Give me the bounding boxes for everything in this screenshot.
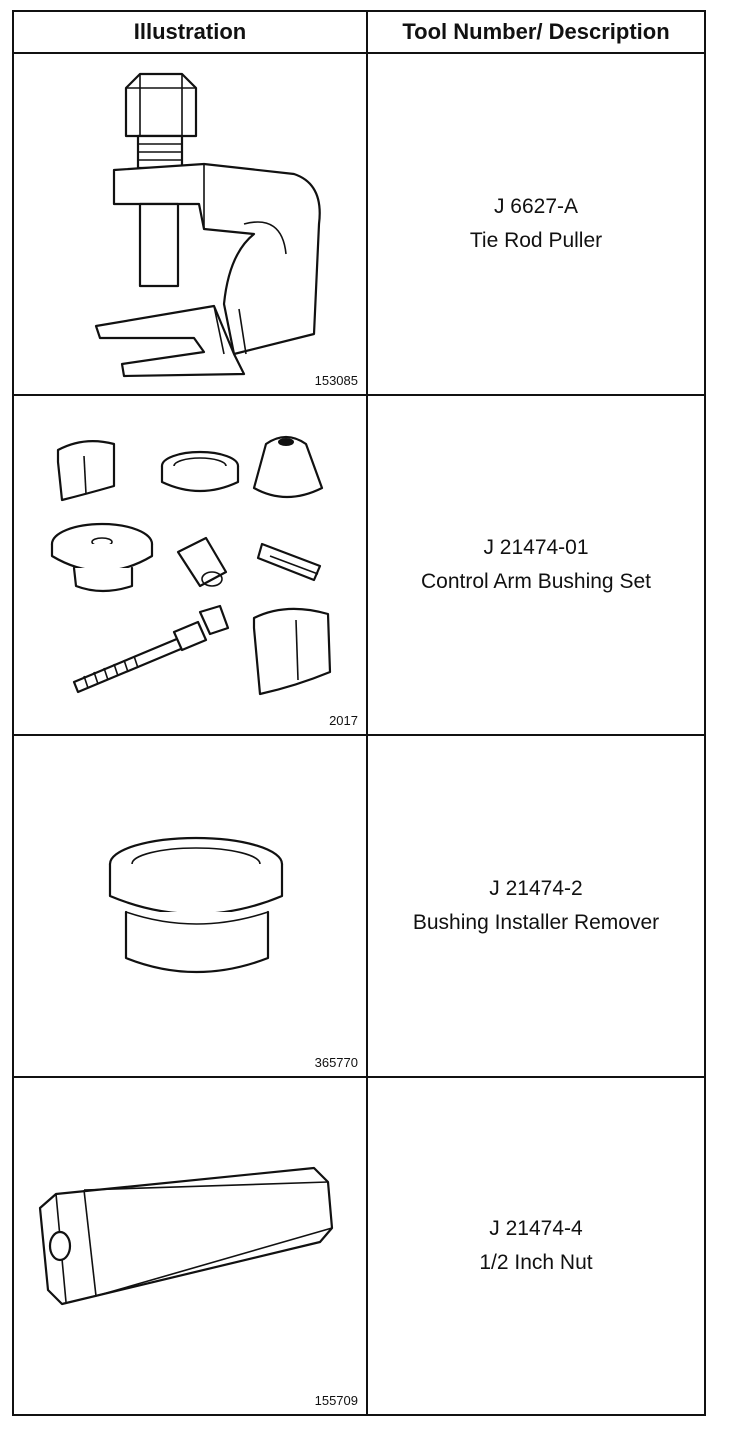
figure-number: 365770 [314, 1055, 358, 1070]
tool-description: Bushing Installer Remover [412, 911, 660, 934]
row-divider [14, 734, 704, 736]
tool-table: Illustration Tool Number/ Description [12, 10, 706, 1416]
tool-number: J 21474-4 [489, 1217, 583, 1240]
table-row: 365770 J 21474-2 Bushing Installer Remov… [14, 736, 704, 1076]
tool-number: J 21474-2 [489, 877, 583, 900]
header-tool-description: Tool Number/ Description [402, 19, 670, 44]
tool-description-cell: J 6627-A Tie Rod Puller [368, 54, 704, 394]
tool-description: 1/2 Inch Nut [479, 1251, 593, 1274]
tool-description-cell: J 21474-01 Control Arm Bushing Set [368, 396, 704, 734]
tool-number: J 21474-01 [483, 536, 589, 559]
hex-nut-illustration: 155709 [14, 1078, 366, 1414]
row-divider [14, 1076, 704, 1078]
tool-description: Control Arm Bushing Set [421, 570, 651, 593]
tool-description: Tie Rod Puller [469, 229, 603, 252]
header-divider [14, 52, 704, 54]
bushing-set-illustration: 2017 [14, 396, 366, 734]
figure-number: 155709 [314, 1393, 358, 1408]
tie-rod-puller-illustration: 153085 [14, 54, 366, 394]
table-row: 153085 J 6627-A Tie Rod Puller [14, 54, 704, 394]
figure-number: 153085 [314, 373, 358, 388]
bushing-installer-illustration: 365770 [14, 736, 366, 1076]
tool-number: J 6627-A [493, 195, 579, 218]
column-divider [366, 12, 368, 1414]
table-row: 2017 J 21474-01 Control Arm Bushing Set [14, 396, 704, 734]
header-illustration: Illustration [133, 19, 247, 44]
figure-number: 2017 [329, 713, 358, 728]
tool-description-cell: J 21474-4 1/2 Inch Nut [368, 1078, 704, 1414]
table-row: 155709 J 21474-4 1/2 Inch Nut [14, 1078, 704, 1414]
tool-description-cell: J 21474-2 Bushing Installer Remover [368, 736, 704, 1076]
row-divider [14, 394, 704, 396]
